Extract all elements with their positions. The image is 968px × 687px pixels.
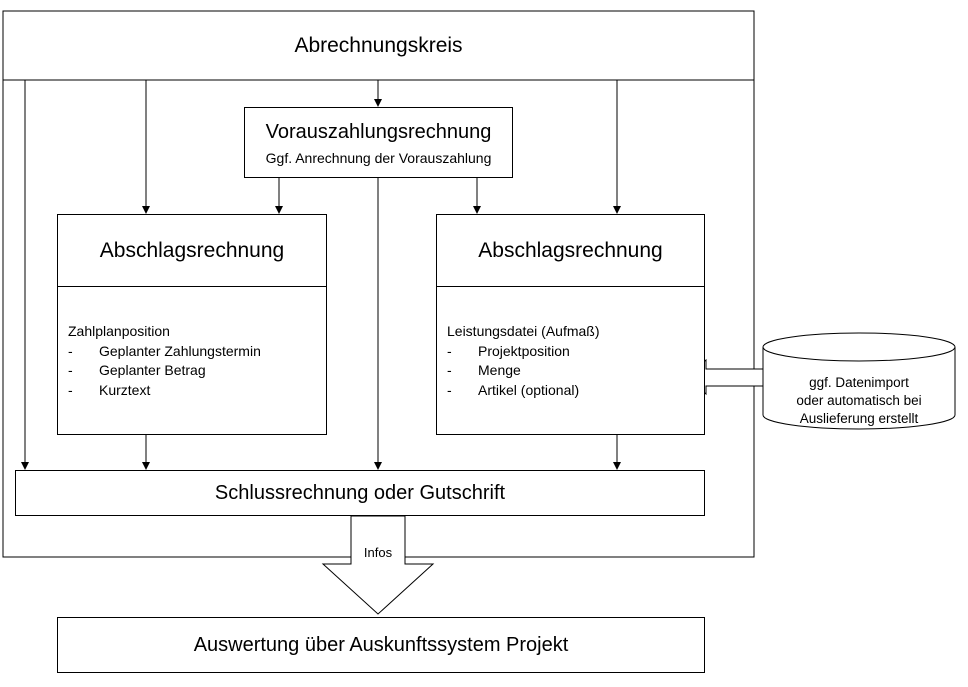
abschlag-left-divider — [58, 286, 326, 287]
cylinder-line: ggf. Datenimport — [809, 375, 909, 390]
abschlag-left-box: Abschlagsrechnung Zahlplanposition - Gep… — [57, 214, 327, 435]
abschlag-left-list-title: Zahlplanposition — [68, 323, 170, 339]
vorauszahlung-subtitle: Ggf. Anrechnung der Vorauszahlung — [265, 150, 492, 166]
list-item: - Menge — [447, 362, 521, 378]
outer-title: Abrechnungskreis — [294, 34, 463, 57]
abschlag-right-list: Leistungsdatei (Aufmaß) - Projektpositio… — [447, 322, 600, 400]
abschlag-right-list-title: Leistungsdatei (Aufmaß) — [447, 323, 600, 339]
abschlag-right-title: Abschlagsrechnung — [478, 239, 663, 262]
cylinder-line: Auslieferung erstellt — [799, 411, 919, 426]
abschlag-left-list: Zahlplanposition - Geplanter Zahlungster… — [68, 322, 261, 400]
list-item: - Geplanter Betrag — [68, 362, 206, 378]
abschlag-right-divider — [437, 286, 704, 287]
abschlag-left-title: Abschlagsrechnung — [99, 239, 285, 262]
schluss-box: Schlussrechnung oder Gutschrift — [15, 470, 705, 516]
vorauszahlung-title: Vorauszahlungsrechnung — [265, 121, 492, 143]
list-item: - Geplanter Zahlungstermin — [68, 342, 261, 359]
infos-label: Infos — [363, 545, 393, 560]
abschlag-right-box: Abschlagsrechnung Leistungsdatei (Aufmaß… — [436, 214, 705, 435]
cylinder-text: ggf. Datenimport oder automatisch bei Au… — [763, 374, 955, 428]
data-source-cylinder-icon — [762, 332, 956, 430]
vorauszahlung-box: Vorauszahlungsrechnung Ggf. Anrechnung d… — [244, 107, 513, 178]
schluss-title: Schlussrechnung oder Gutschrift — [214, 482, 506, 504]
list-item: - Artikel (optional) — [447, 381, 580, 398]
list-item: - Projektposition — [447, 342, 570, 359]
auswertung-title: Auswertung über Auskunftssystem Projekt — [193, 634, 569, 656]
list-item: - Kurztext — [68, 381, 151, 398]
infos-arrow — [321, 515, 435, 615]
cylinder-line: oder automatisch bei — [796, 393, 922, 408]
auswertung-box: Auswertung über Auskunftssystem Projekt — [57, 617, 705, 673]
